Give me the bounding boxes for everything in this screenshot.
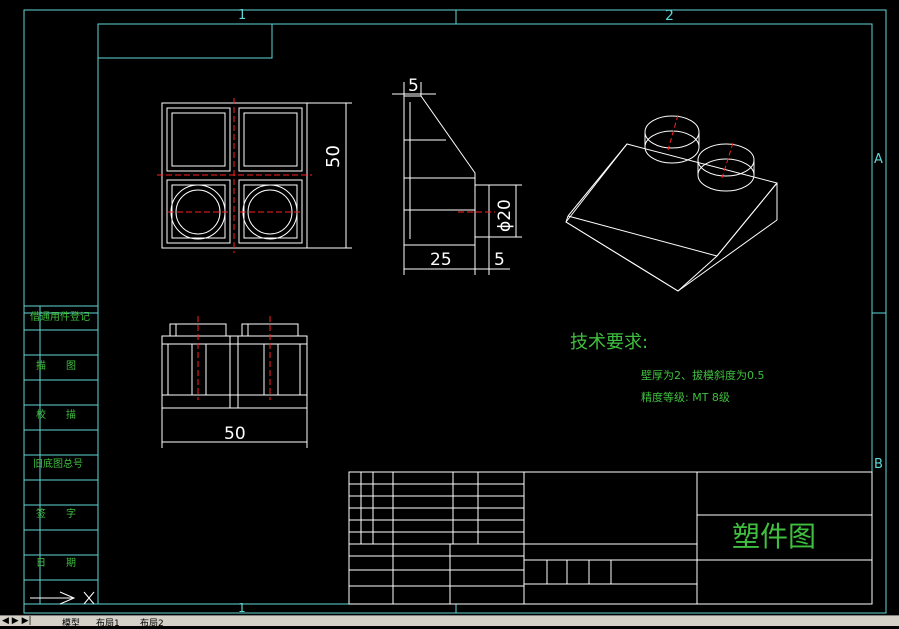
border-label-right-a: A: [874, 152, 883, 167]
isometric-view: [565, 115, 778, 292]
tab-layout2[interactable]: 布局2: [140, 619, 164, 629]
left-strip-row1: 借通用件登记: [30, 312, 90, 323]
left-strip-row4: 旧底图总号: [33, 459, 83, 470]
left-strip-row6: 日 期: [36, 558, 76, 569]
ucs-icon: [30, 591, 95, 605]
left-strip-table: [23, 305, 99, 605]
drawing-title: 塑件图: [732, 520, 817, 553]
dim-bottom-width: 50: [224, 424, 246, 444]
title-block: [348, 471, 873, 605]
side-dims: [392, 82, 522, 275]
front-dim-50: [307, 102, 352, 249]
side-view: [403, 95, 490, 246]
bottom-view-centerlines: [197, 316, 271, 400]
tech-requirements-title: 技术要求:: [570, 332, 649, 353]
border-label-right-b: B: [874, 457, 883, 472]
border-label-top-1: 1: [238, 8, 247, 23]
tech-requirements-line2: 精度等级: MT 8级: [641, 391, 730, 404]
tech-requirements-line1: 壁厚为2、拔模斜度为0.5: [641, 369, 765, 382]
bottom-view: [161, 323, 308, 409]
tab-nav-arrows[interactable]: ◀ ▶ ▶|: [2, 616, 32, 626]
isometric-centerlines: [667, 114, 734, 179]
border-label-bottom-1: 1: [238, 601, 246, 615]
bottom-dim-50: [161, 408, 308, 448]
dim-side-tab: 5: [494, 250, 505, 270]
layout-tab-bar: ◀ ▶ ▶| 模型 布局1 布局2: [0, 615, 899, 629]
tab-model[interactable]: 模型: [62, 619, 81, 629]
left-strip-row3: 校 描: [36, 410, 76, 421]
dim-side-width: 25: [430, 250, 452, 270]
tab-layout1[interactable]: 布局1: [96, 619, 120, 629]
left-strip-row5: 签 字: [36, 509, 76, 520]
border-label-top-2: 2: [665, 8, 674, 24]
dim-side-top: 5: [408, 76, 419, 96]
front-view-centerlines: [157, 98, 312, 253]
dim-front-height: 50: [323, 145, 344, 168]
dim-side-diameter: ϕ20: [495, 199, 515, 232]
left-strip-row2: 描 图: [36, 361, 76, 372]
